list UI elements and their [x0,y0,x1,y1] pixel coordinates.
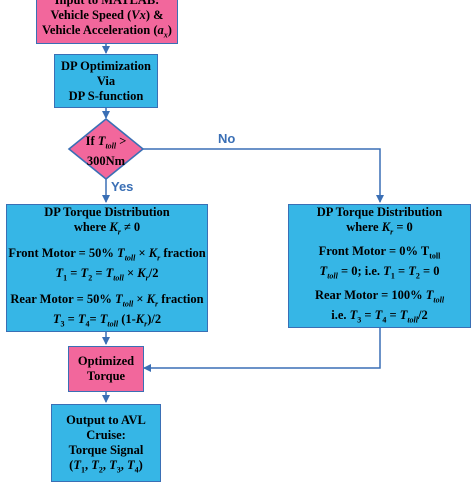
left-title: DP Torque Distribution [44,205,170,219]
right-title: DP Torque Distribution [316,205,443,219]
left-rear-line1: Rear Motor = 50% Ttoll × Kr fraction [10,292,204,309]
arrow-right-to-optimized [143,328,381,372]
output-line4: (T1, T2, T3, T4) [69,458,143,475]
dp-torque-distribution-right-box: DP Torque Distribution where Kr = 0 Fron… [288,204,471,328]
input-line1: Input to MATLAB: [54,0,160,8]
optimized-line1: Optimized [77,354,135,368]
decision-diamond [67,117,145,181]
left-front-line2: T1 = T2 = Ttoll × Kr/2 [55,265,159,283]
dp-line2: Via [96,73,116,88]
decision-line1: If Ttoll > [85,134,127,151]
dp-line3: DP S-function [68,88,144,103]
yes-label: Yes [111,179,134,194]
dp-torque-distribution-left-box: DP Torque Distribution where Kr ≠ 0 Fron… [6,204,208,332]
decision-line2: 300Nm [86,153,126,168]
output-box: Output to AVL Cruise: Torque Signal (T1,… [51,404,161,482]
right-condition: where Kr = 0 [346,220,413,237]
output-line2: Cruise: [86,428,126,442]
arrow-no-to-right [143,148,384,203]
right-rear-line1: Rear Motor = 100% Ttoll [314,288,445,305]
output-line3: Torque Signal [68,443,144,457]
input-line2: Vehicle Speed (Vx) & [50,8,164,23]
no-label: No [218,131,236,146]
right-rear-line2: i.e. T3 = T4 = Ttoll/2 [331,307,428,325]
dp-optimization-box: DP Optimization Via DP S-function [54,54,158,108]
right-front-line2: Ttoll = 0; i.e. T1 = T2 = 0 [319,263,440,281]
decision-text: If Ttoll > 300Nm [72,134,140,169]
left-front-line1: Front Motor = 50% Ttoll × Kr fraction [8,246,206,263]
left-rear-line2: T3 = T4= Ttoll (1-Kr)/2 [52,311,162,329]
input-line3: Vehicle Acceleration (ax) [42,23,172,40]
optimized-line2: Torque [86,369,126,383]
optimized-torque-box: Optimized Torque [68,346,144,392]
input-box: Input to MATLAB: Vehicle Speed (Vx) & Ve… [36,0,178,44]
output-line1: Output to AVL [66,413,146,427]
dp-line1: DP Optimization [61,58,151,73]
left-condition: where Kr ≠ 0 [73,220,141,237]
right-front-line1: Front Motor = 0% Ttoll [318,244,441,261]
